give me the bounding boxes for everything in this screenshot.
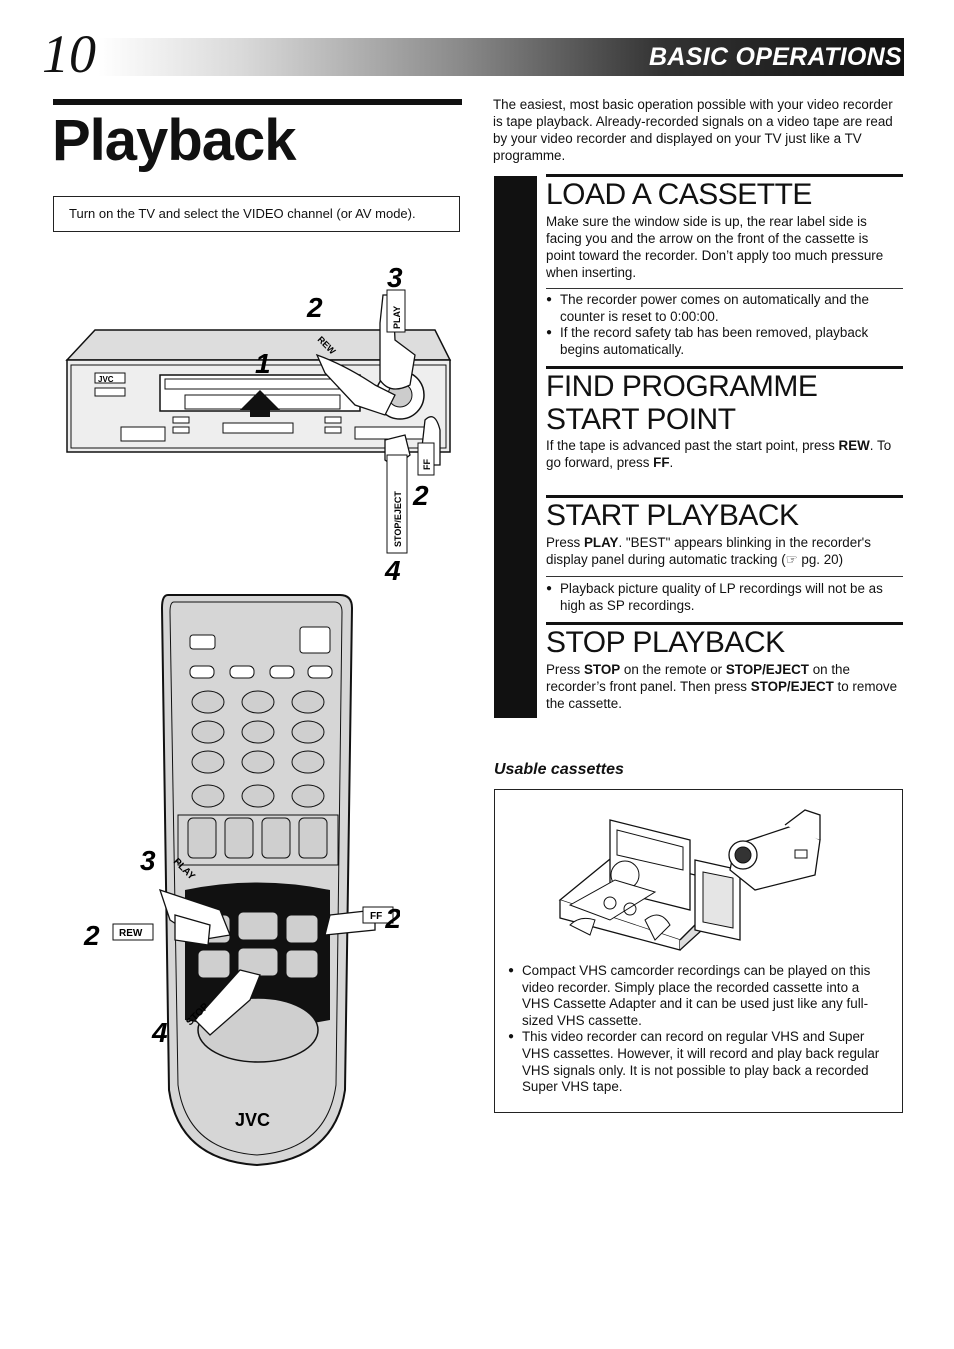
step-3-text: Press PLAY. "BEST" appears blinking in t… <box>546 535 871 567</box>
step-1-bullet: If the record safety tab has been remove… <box>546 325 903 358</box>
step-2-rule <box>546 366 903 369</box>
step-1-divider <box>546 288 903 289</box>
step-number-3: 3 <box>6 527 37 595</box>
remote-illustration: JVC PLAY REW FF STOP 3 2 2 4 <box>83 594 400 1167</box>
step-4-title: STOP PLAYBACK <box>546 626 785 659</box>
title-rule <box>53 99 462 105</box>
step-3-bullets: Playback picture quality of LP recording… <box>546 581 903 614</box>
remote-callout-4: 4 <box>151 1017 168 1048</box>
stop-eject-keyword: STOP/EJECT <box>725 662 809 677</box>
stop-eject-keyword: STOP/EJECT <box>750 679 834 694</box>
step-1-rule <box>546 174 903 177</box>
remote-brand: JVC <box>235 1110 270 1130</box>
cassette-adapter-illustration <box>558 809 821 951</box>
usable-cassettes-list: Compact VHS camcorder recordings can be … <box>508 963 890 1096</box>
section-title: BASIC OPERATIONS <box>649 43 902 71</box>
step-3-divider <box>546 576 903 577</box>
ff-keyword: FF <box>653 455 670 470</box>
remote-ff-label: FF <box>370 911 382 922</box>
remote-callout-3: 3 <box>140 845 156 876</box>
step-number-4: 4 <box>6 653 37 721</box>
page-title: Playback <box>52 108 297 173</box>
vcr-play-label: PLAY <box>392 306 402 329</box>
step-number-2: 2 <box>6 429 37 497</box>
step-1-text: Make sure the window side is up, the rea… <box>546 214 884 280</box>
stop-keyword: STOP <box>583 662 621 677</box>
vcr-callout-3: 3 <box>387 262 403 293</box>
step-2-text: If the tape is advanced past the start p… <box>546 438 892 470</box>
step-1-bullet: The recorder power comes on automaticall… <box>546 292 903 325</box>
rew-keyword: REW <box>838 438 870 453</box>
remote-callout-2b: 2 <box>384 903 400 934</box>
vcr-illustration: JVC PLAY REW FF STOP/EJECT 1 2 3 2 4 <box>65 262 452 585</box>
step-number-column <box>494 176 537 718</box>
vcr-callout-1: 1 <box>255 348 271 379</box>
remote-rew-label: REW <box>119 928 143 939</box>
vcr-callout-4: 4 <box>384 555 401 585</box>
step-3-title: START PLAYBACK <box>546 499 799 532</box>
vcr-ff-label: FF <box>422 459 432 470</box>
usable-bullet: Compact VHS camcorder recordings can be … <box>508 963 890 1029</box>
page-number: 10 <box>42 24 96 84</box>
header-gradient-bar <box>98 38 904 76</box>
vcr-callout-2a: 2 <box>306 292 323 323</box>
play-keyword: PLAY <box>583 535 619 550</box>
vcr-stop-eject-label: STOP/EJECT <box>393 491 403 547</box>
usable-bullet: This video recorder can record on regula… <box>508 1029 890 1095</box>
vcr-callout-2b: 2 <box>412 480 429 511</box>
tip-box: Turn on the TV and select the VIDEO chan… <box>53 196 460 232</box>
step-2-title: FIND PROGRAMME START POINT <box>546 370 818 436</box>
step-1-bullets: The recorder power comes on automaticall… <box>546 292 903 358</box>
intro-paragraph: The easiest, most basic operation possib… <box>493 97 893 163</box>
vcr-brand: JVC <box>98 375 114 384</box>
step-3-rule <box>546 495 903 498</box>
remote-callout-2a: 2 <box>83 920 100 951</box>
step-4-text: Press STOP on the remote or STOP/EJECT o… <box>546 662 898 711</box>
usable-cassettes-title: Usable cassettes <box>494 761 624 778</box>
step-4-rule <box>546 622 903 625</box>
usable-cassettes-box <box>494 789 903 1113</box>
step-number-1: 1 <box>6 207 37 275</box>
step-1-title: LOAD A CASSETTE <box>546 178 812 211</box>
step-3-bullet: Playback picture quality of LP recording… <box>546 581 903 614</box>
